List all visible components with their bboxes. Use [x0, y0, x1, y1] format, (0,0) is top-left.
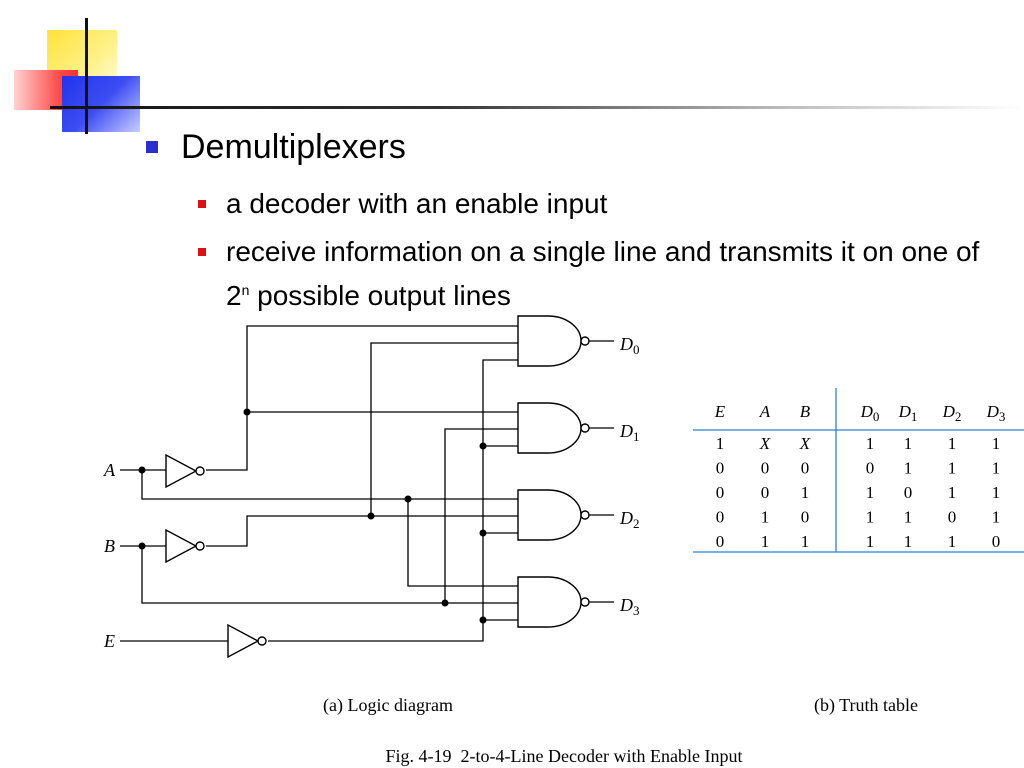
title-bullet: Demultiplexers [146, 128, 406, 167]
table-cell: 1 [992, 508, 1001, 527]
figure-caption: Fig. 4-19 2-to-4-Line Decoder with Enabl… [386, 746, 743, 766]
table-cell: 0 [761, 459, 770, 478]
inverter-e-icon [227, 623, 267, 659]
table-cell: 1 [904, 508, 913, 527]
table-header-d1: D1 [898, 402, 918, 424]
table-header-d2: D2 [942, 402, 962, 424]
table-cell: 1 [866, 483, 875, 502]
wire-junctions [138, 408, 487, 624]
table-cell: 0 [716, 483, 725, 502]
table-cell: 0 [801, 459, 810, 478]
table-cell: 0 [904, 483, 913, 502]
table-header-b: B [800, 402, 811, 421]
output-label-d0: D0 [619, 334, 640, 357]
blue-square-bullet-icon [146, 141, 158, 153]
table-cell: 0 [761, 483, 770, 502]
inverters [165, 453, 267, 659]
sub-bullet-1: a decoder with an enable input [198, 182, 607, 226]
table-cell: 1 [948, 459, 957, 478]
table-cell: 1 [948, 532, 957, 551]
nand-gate-d1-icon [517, 402, 590, 454]
output-label-d1: D1 [619, 421, 640, 444]
table-cell: 0 [866, 459, 875, 478]
table-cell: X [799, 434, 811, 453]
table-cell: 1 [992, 434, 1001, 453]
table-cell: 1 [866, 434, 875, 453]
table-row: 0 1 0 1 1 0 1 [716, 508, 1001, 527]
input-label-e: E [103, 631, 115, 651]
table-cell: X [759, 434, 771, 453]
table-cell: 0 [716, 508, 725, 527]
nand-gate-d0-icon [517, 315, 590, 367]
table-cell: 1 [716, 434, 725, 453]
captions: (a) Logic diagram (b) Truth table Fig. 4… [323, 695, 918, 766]
sub-bullet-text-tail: possible output lines [249, 280, 511, 311]
table-rows: 1 X X 1 1 1 1 0 0 0 0 1 1 1 0 0 1 1 0 1 1 0 1 0 1 1 0 1 0 1 1 1 1 1 0 [716, 434, 1001, 551]
table-header-e: E [714, 402, 726, 421]
table-header-d0: D0 [860, 402, 880, 424]
table-header-d3: D3 [986, 402, 1006, 424]
inverter-b-icon [165, 528, 205, 564]
table-cell: 1 [761, 532, 770, 551]
table-row: 0 0 1 1 0 1 1 [716, 483, 1001, 502]
input-label-b: B [104, 536, 115, 556]
sub-bullet-text: receive information on a single line and… [226, 230, 988, 318]
decor-vertical-line [85, 18, 88, 134]
table-cell: 1 [992, 459, 1001, 478]
table-row: 0 0 0 0 1 1 1 [716, 459, 1001, 478]
table-cell: 1 [904, 434, 913, 453]
output-label-d2: D2 [619, 508, 640, 531]
table-cell: 1 [761, 508, 770, 527]
red-square-bullet-icon [198, 248, 206, 256]
table-cell: 0 [716, 459, 725, 478]
table-cell: 0 [992, 532, 1001, 551]
nand-gates [517, 315, 590, 628]
table-cell: 1 [948, 434, 957, 453]
decor-horizontal-rule [50, 106, 1024, 109]
table-cell: 1 [866, 508, 875, 527]
red-square-bullet-icon [198, 200, 206, 208]
table-cell: 0 [801, 508, 810, 527]
table-cell: 1 [801, 483, 810, 502]
table-cell: 0 [948, 508, 957, 527]
input-label-a: A [103, 460, 116, 480]
sub-bullet-text-main: receive information on a single line and… [226, 236, 980, 311]
inverter-a-icon [165, 453, 205, 489]
table-cell: 1 [948, 483, 957, 502]
slide-title: Demultiplexers [181, 128, 406, 166]
table-cell: 1 [866, 532, 875, 551]
table-cell: 0 [716, 532, 725, 551]
sub-bullet-text: a decoder with an enable input [226, 188, 608, 219]
table-cell: 1 [801, 532, 810, 551]
decor-blue-square [62, 76, 140, 132]
table-headers: E A B D0 D1 D2 D3 [714, 402, 1006, 424]
superscript-n: n [241, 282, 250, 298]
output-labels: D0 D1 D2 D3 [619, 334, 640, 618]
sub-bullet-2: receive information on a single line and… [198, 230, 988, 318]
table-cell: 1 [904, 459, 913, 478]
output-label-d3: D3 [619, 595, 640, 618]
circuit-wires [120, 325, 614, 642]
table-row: 1 X X 1 1 1 1 [716, 434, 1001, 453]
input-labels: A B E [103, 460, 116, 651]
table-cell: 1 [992, 483, 1001, 502]
nand-gate-d2-icon [517, 489, 590, 541]
caption-logic-diagram: (a) Logic diagram [323, 695, 453, 716]
table-header-a: A [759, 402, 771, 421]
table-row: 0 1 1 1 1 1 0 [716, 532, 1001, 551]
table-cell: 1 [904, 532, 913, 551]
caption-truth-table: (b) Truth table [814, 695, 918, 716]
nand-gate-d3-icon [517, 576, 590, 628]
